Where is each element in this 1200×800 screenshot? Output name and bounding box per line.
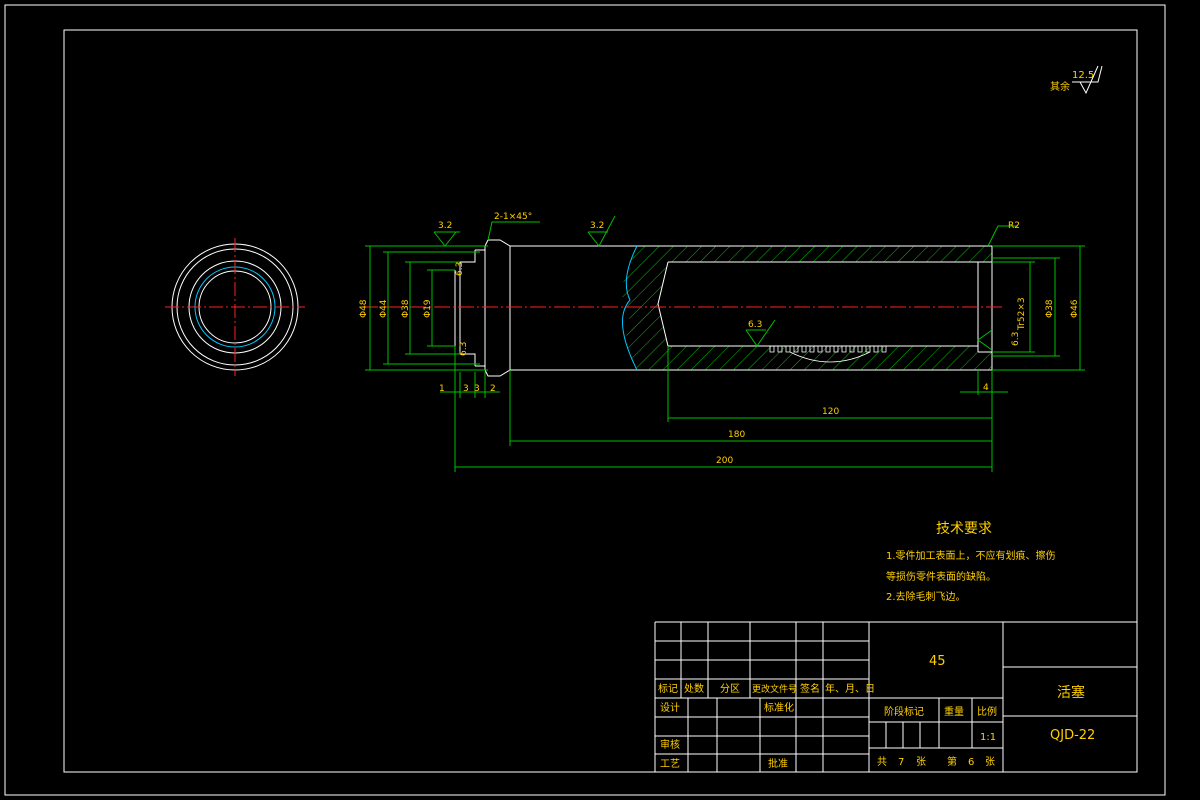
side-view <box>165 238 305 376</box>
tb-total: 共 <box>877 756 887 768</box>
inner-frame <box>63 29 1138 773</box>
tb-header: 签名 <box>800 682 820 695</box>
tb-process: 工艺 <box>660 758 680 770</box>
roughness-other-value: 12.5 <box>1072 70 1094 81</box>
dia-label: Φ19 <box>423 299 433 318</box>
small-dim: 3 <box>474 384 480 394</box>
tech-line: 1.零件加工表面上，不应有划痕、擦伤 <box>886 549 1056 562</box>
tb-page-num: 6 <box>968 757 974 768</box>
tb-standard: 标准化 <box>764 701 794 714</box>
roughness-label: 3.2 <box>438 221 452 231</box>
tb-page: 第 <box>947 755 957 768</box>
length-dim: 120 <box>822 407 839 417</box>
tech-title: 技术要求 <box>936 521 992 537</box>
dia-label: Φ44 <box>379 299 389 318</box>
tb-header: 处数 <box>684 682 704 695</box>
tb-material: 45 <box>929 654 946 669</box>
tb-approve: 批准 <box>768 757 788 770</box>
tech-line: 等损伤零件表面的缺陷。 <box>886 570 996 583</box>
roughness-label: 6.3 <box>748 320 762 330</box>
tb-drawing-no: QJD-22 <box>1050 728 1095 743</box>
fillet-label: R2 <box>1008 221 1020 231</box>
front-view <box>362 239 1005 377</box>
tb-stage-mark: 阶段标记 <box>884 705 924 718</box>
tb-header: 标记 <box>658 683 678 695</box>
length-dim: 180 <box>728 430 745 440</box>
small-dim: 3 <box>463 384 469 394</box>
tb-sheet-unit2: 张 <box>985 756 995 768</box>
roughness-label: 6.3 <box>1011 332 1021 346</box>
outer-frame <box>4 4 1166 796</box>
tb-part-name: 活塞 <box>1057 684 1085 701</box>
title-block <box>654 621 1137 772</box>
roughness-label: 6.3 <box>459 342 469 356</box>
dia-label: Φ48 <box>359 299 369 318</box>
tb-weight: 重量 <box>944 705 964 718</box>
length-dim: 200 <box>716 456 733 466</box>
small-dim: 2 <box>490 384 496 394</box>
dia-label: Φ38 <box>1045 299 1055 318</box>
tb-design: 设计 <box>660 701 680 714</box>
tech-line: 2.去除毛刺飞边。 <box>886 590 966 603</box>
small-dim: 1 <box>439 384 445 394</box>
roughness-other: 其余 12.5 <box>1050 65 1103 95</box>
small-dim: 4 <box>983 383 989 393</box>
dimensions <box>365 215 1085 472</box>
tb-scale-label: 比例 <box>977 705 997 718</box>
chamfer-label: 2-1×45° <box>494 212 532 222</box>
roughness-label: 6.3 <box>455 262 465 276</box>
tb-header: 更改文件号 <box>752 683 797 695</box>
thread-label: Tr52×3 <box>1017 297 1027 331</box>
dia-label: Φ38 <box>401 299 411 318</box>
dia-label: Φ46 <box>1070 299 1080 318</box>
roughness-label: 3.2 <box>590 221 604 231</box>
tb-header: 年、月、日 <box>825 682 875 695</box>
roughness-other-label: 其余 <box>1050 80 1070 93</box>
tb-header: 分区 <box>720 683 740 695</box>
tb-review: 审核 <box>660 738 680 751</box>
tb-scale-value: 1:1 <box>980 732 996 743</box>
tb-total-num: 7 <box>898 757 904 768</box>
tb-sheet-unit: 张 <box>916 756 926 768</box>
tech-requirements: 技术要求 1.零件加工表面上，不应有划痕、擦伤 等损伤零件表面的缺陷。 2.去除… <box>886 521 1056 603</box>
